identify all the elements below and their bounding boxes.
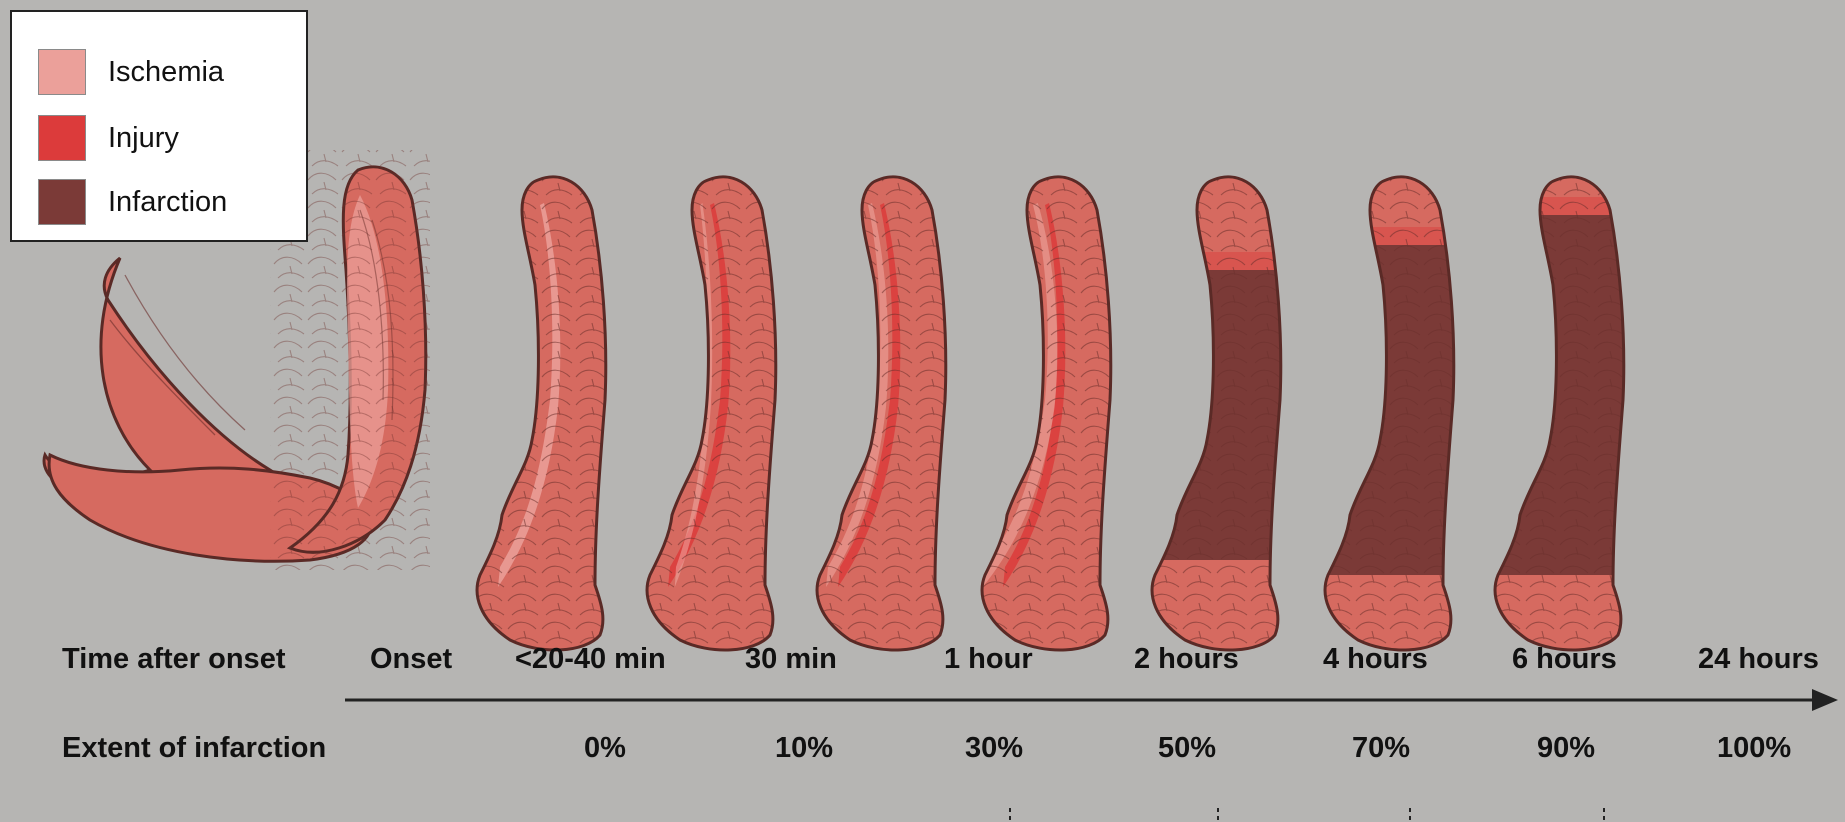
legend-swatch-infarction <box>38 179 86 225</box>
extent-label-2-hours: 50% <box>1158 732 1216 765</box>
legend-item-ischemia: Ischemia <box>38 49 224 95</box>
time-label-1-hour: 1 hour <box>944 643 1033 676</box>
ventricle-wall-1-hour <box>800 165 970 665</box>
extent-of-infarction-label: Extent of infarction <box>62 732 326 765</box>
extent-label-20-40-min: 0% <box>584 732 626 765</box>
time-label-4-hours: 4 hours <box>1323 643 1428 676</box>
legend-item-infarction: Infarction <box>38 179 227 225</box>
extent-label-24-hours: 100% <box>1717 732 1791 765</box>
extent-label-4-hours: 70% <box>1352 732 1410 765</box>
legend-label-infarction: Infarction <box>108 186 227 219</box>
legend-swatch-injury <box>38 115 86 161</box>
extent-label-30-min: 10% <box>775 732 833 765</box>
time-label-24-hours: 24 hours <box>1698 643 1819 676</box>
legend: Ischemia Injury Infarction <box>10 10 308 242</box>
legend-item-injury: Injury <box>38 115 179 161</box>
time-after-onset-label: Time after onset <box>62 643 285 676</box>
ventricle-wall-24-hours <box>1478 165 1648 665</box>
time-axis-arrowhead <box>1812 689 1838 711</box>
tick-marks <box>1010 808 1604 822</box>
ventricle-wall-6-hours <box>1308 165 1478 665</box>
extent-label-6-hours: 90% <box>1537 732 1595 765</box>
legend-label-injury: Injury <box>108 122 179 155</box>
legend-label-ischemia: Ischemia <box>108 56 224 89</box>
extent-label-1-hour: 30% <box>965 732 1023 765</box>
ventricle-wall-4-hours <box>1135 165 1305 665</box>
ventricle-wall-30-min <box>630 165 800 665</box>
ventricle-wall-2-hours <box>965 165 1135 665</box>
time-label-20-40-min: <20-40 min <box>515 643 666 676</box>
time-label-6-hours: 6 hours <box>1512 643 1617 676</box>
time-label-30-min: 30 min <box>745 643 837 676</box>
time-label-2-hours: 2 hours <box>1134 643 1239 676</box>
time-label-onset: Onset <box>370 643 452 676</box>
legend-swatch-ischemia <box>38 49 86 95</box>
ventricle-wall-20-40-min <box>460 165 630 665</box>
